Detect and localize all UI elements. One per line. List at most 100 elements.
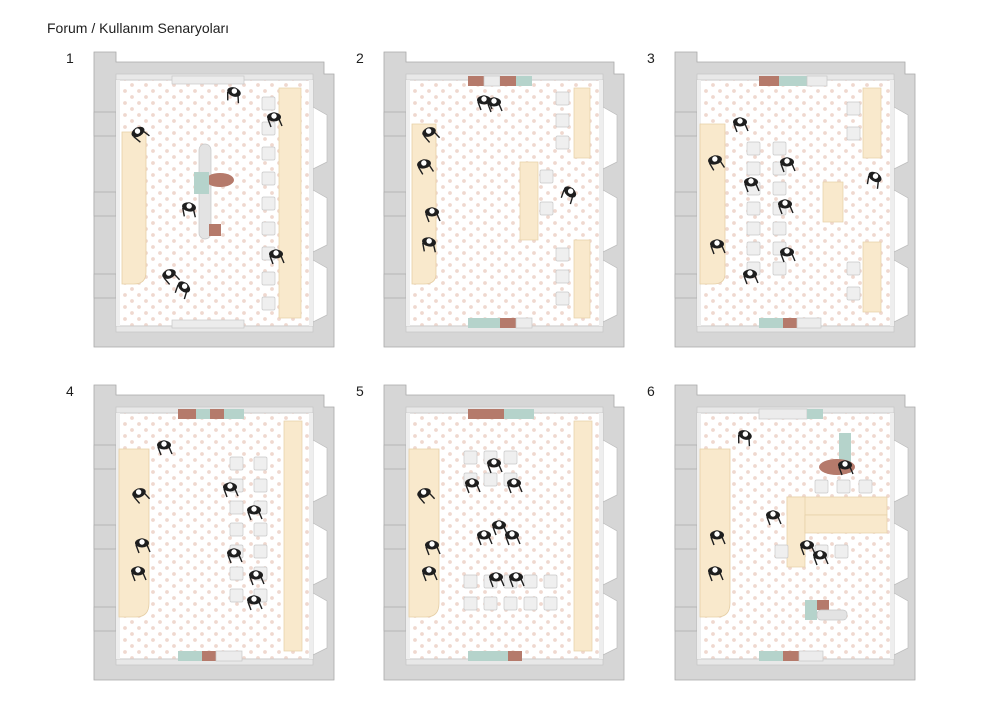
chair [229,566,244,581]
shelf-right-bottom [862,241,882,313]
person-figure [778,199,794,215]
chair [846,126,861,141]
chair [746,201,761,216]
person-head [492,572,500,580]
window-bay [893,439,909,503]
chair [261,271,276,286]
person-head [134,488,143,496]
chair [503,450,518,465]
chair [253,456,268,471]
person-leg [488,536,493,545]
plan-number: 2 [356,50,364,66]
person-leg [721,536,726,545]
person-head [746,269,754,277]
person-head [138,538,146,546]
top-seat-teal [504,409,518,419]
person-leg [168,446,173,455]
chair [746,161,761,176]
person-leg [876,181,880,189]
person-head [468,478,476,486]
person-leg [476,484,481,493]
shelf-right-top [862,87,882,159]
top-seat-teal [516,76,532,86]
pilaster-left [93,606,117,632]
person-leg [425,546,430,556]
exhibit-table-mid [804,514,888,534]
person-figure [813,550,829,566]
person-leg [131,572,136,582]
pilaster-left [93,191,117,217]
person-head [566,187,575,195]
top-seat [483,75,501,87]
edge-strip-right [599,413,603,659]
top-seat-terracotta [468,76,484,86]
chair [555,135,570,150]
plan-drawing [674,384,916,681]
person-leg [247,601,252,611]
person-head [420,159,428,167]
person-leg [422,242,425,252]
chair [772,141,787,156]
person-leg [710,245,715,255]
pilaster-left [674,606,698,632]
person-leg [157,446,162,456]
exhibit-table-left [786,496,806,568]
person-figure [465,478,481,494]
person-figure [766,510,782,526]
person-figure [487,97,503,113]
person-leg [146,544,151,553]
chair [774,544,789,559]
person-head [134,566,142,574]
pilaster-left [93,111,117,137]
person-figure [227,548,243,564]
chair [846,286,861,301]
person-figure [487,458,503,474]
chair [555,113,570,128]
grey-block [816,609,848,621]
person-leg [505,536,510,546]
window-bay [602,189,618,253]
person-leg [516,536,521,545]
person-head [185,202,193,210]
bottom-seat-terracotta [500,318,516,328]
top-seat-terracotta [178,409,196,419]
top-seat-terracotta [488,409,504,419]
window-bay [602,522,618,586]
person-leg [708,572,713,582]
person-head [252,570,260,578]
terracotta-table [206,173,234,187]
bench-left [411,123,437,285]
person-leg [708,162,715,171]
edge-strip-right [309,413,313,659]
person-figure [425,207,441,223]
plan-drawing [383,384,625,681]
bench-left [408,448,440,618]
person-leg [465,484,470,494]
window-bay [893,592,909,656]
chair [261,171,276,186]
chair [834,544,849,559]
person-leg [428,492,436,500]
chair [463,574,478,589]
bottom-seat-teal [468,318,484,328]
terracotta-seat [209,224,221,236]
plan-number: 1 [66,50,74,66]
person-leg [754,275,759,284]
person-leg [492,526,497,536]
person-leg [428,164,435,172]
person-figure [710,530,726,546]
plan-drawing [383,51,625,348]
chair [253,544,268,559]
person-figure [162,269,181,285]
bottom-seat [798,650,824,662]
person-head [512,572,520,580]
pilaster-left [383,111,407,137]
person-head [713,530,721,538]
person-figure [135,538,151,554]
window-bay [602,259,618,323]
top-seat-teal [793,76,807,86]
person-leg [866,175,870,185]
chair [229,588,244,603]
person-leg [432,244,436,253]
person-head [480,95,488,103]
